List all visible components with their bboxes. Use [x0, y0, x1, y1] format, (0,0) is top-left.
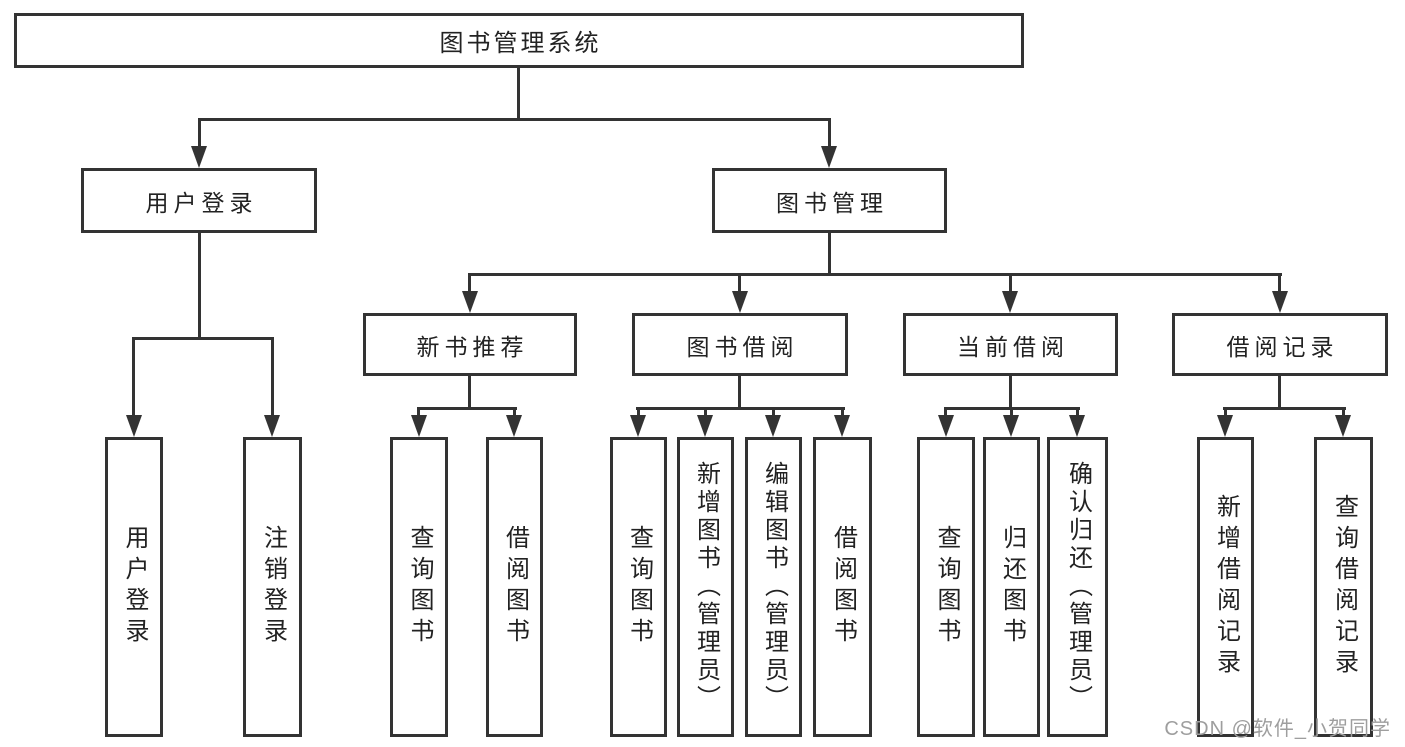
connector-line: [417, 407, 420, 417]
csdn-watermark: CSDN @软件_小贺同学: [1164, 718, 1391, 740]
connector-line: [1076, 407, 1079, 417]
node-label: 当前借阅: [957, 333, 1069, 360]
node-label: 注销登录: [259, 525, 287, 649]
connector-line: [271, 337, 274, 417]
connector-line: [1223, 407, 1346, 410]
connector-line: [944, 407, 947, 417]
node-label: 用户登录: [145, 189, 258, 216]
node-label: 新增图书（管理员）: [692, 461, 720, 713]
arrow-down-icon: [506, 415, 522, 437]
leaf-user-login: 用户登录: [105, 437, 163, 737]
leaf-query-books-recommend: 查询图书: [390, 437, 448, 737]
node-library-system: 图书管理系统: [14, 13, 1024, 68]
arrow-down-icon: [630, 415, 646, 437]
leaf-return-books: 归还图书: [983, 437, 1040, 737]
node-label: 图书借阅: [686, 333, 799, 360]
node-label: 查询图书: [933, 525, 960, 649]
connector-line: [738, 273, 741, 293]
node-label: 新书推荐: [416, 333, 529, 360]
leaf-query-borrow-record: 查询借阅记录: [1314, 437, 1373, 737]
leaf-borrow-books-recommend: 借阅图书: [486, 437, 543, 737]
arrow-down-icon: [191, 146, 207, 168]
connector-line: [828, 233, 831, 273]
connector-line: [513, 407, 516, 417]
connector-line: [1278, 273, 1281, 293]
leaf-confirm-return-admin: 确认归还（管理员）: [1047, 437, 1108, 737]
node-label: 查询图书: [406, 525, 433, 649]
leaf-edit-books-admin: 编辑图书（管理员）: [745, 437, 802, 737]
node-label: 新增借阅记录: [1212, 494, 1240, 680]
node-label: 借阅图书: [501, 525, 529, 649]
connector-line: [637, 407, 640, 417]
arrow-down-icon: [264, 415, 280, 437]
arrow-down-icon: [765, 415, 781, 437]
connector-line: [468, 273, 1282, 276]
connector-line: [1009, 376, 1012, 407]
arrow-down-icon: [126, 415, 142, 437]
connector-line: [738, 376, 741, 407]
node-label: 借阅记录: [1226, 333, 1339, 360]
arrow-down-icon: [834, 415, 850, 437]
arrow-down-icon: [462, 291, 478, 313]
arrow-down-icon: [1003, 415, 1019, 437]
node-label: 确认归还（管理员）: [1064, 461, 1092, 713]
connector-line: [1278, 376, 1281, 407]
connector-line: [132, 337, 135, 417]
arrow-down-icon: [697, 415, 713, 437]
node-borrowing-records: 借阅记录: [1172, 313, 1388, 376]
arrow-down-icon: [1069, 415, 1085, 437]
connector-line: [1009, 273, 1012, 293]
node-label: 查询图书: [625, 525, 653, 649]
arrow-down-icon: [1272, 291, 1288, 313]
connector-line: [517, 68, 520, 118]
leaf-query-books-borrow: 查询图书: [610, 437, 667, 737]
leaf-query-books-current: 查询图书: [917, 437, 975, 737]
node-label: 编辑图书（管理员）: [760, 461, 788, 713]
node-label: 借阅图书: [829, 525, 857, 649]
connector-line: [198, 118, 831, 121]
node-book-management: 图书管理: [712, 168, 947, 233]
connector-line: [132, 337, 274, 340]
connector-line: [841, 407, 844, 417]
leaf-borrow-books: 借阅图书: [813, 437, 872, 737]
node-new-book-recommend: 新书推荐: [363, 313, 577, 376]
connector-line: [704, 407, 707, 417]
leaf-add-borrow-record: 新增借阅记录: [1197, 437, 1254, 737]
node-label: 图书管理系统: [439, 30, 602, 57]
arrow-down-icon: [411, 415, 427, 437]
arrow-down-icon: [1217, 415, 1233, 437]
connector-line: [468, 273, 471, 293]
connector-line: [1342, 407, 1345, 417]
leaf-add-books-admin: 新增图书（管理员）: [677, 437, 734, 737]
connector-line: [772, 407, 775, 417]
arrow-down-icon: [732, 291, 748, 313]
arrow-down-icon: [1002, 291, 1018, 313]
arrow-down-icon: [1335, 415, 1351, 437]
arrow-down-icon: [938, 415, 954, 437]
connector-line: [417, 407, 517, 410]
connector-line: [1010, 407, 1013, 417]
connector-line: [468, 376, 471, 407]
arrow-down-icon: [821, 146, 837, 168]
connector-line: [636, 407, 845, 410]
node-label: 查询借阅记录: [1330, 494, 1358, 680]
node-book-borrowing: 图书借阅: [632, 313, 848, 376]
leaf-logout: 注销登录: [243, 437, 302, 737]
node-label: 归还图书: [998, 525, 1026, 649]
connector-line: [198, 118, 201, 147]
node-label: 用户登录: [121, 525, 148, 649]
connector-line: [1224, 407, 1227, 417]
connector-line: [828, 118, 831, 147]
node-current-borrowing: 当前借阅: [903, 313, 1118, 376]
connector-line: [198, 233, 201, 337]
node-user-login: 用户登录: [81, 168, 317, 233]
node-label: 图书管理: [776, 189, 888, 216]
